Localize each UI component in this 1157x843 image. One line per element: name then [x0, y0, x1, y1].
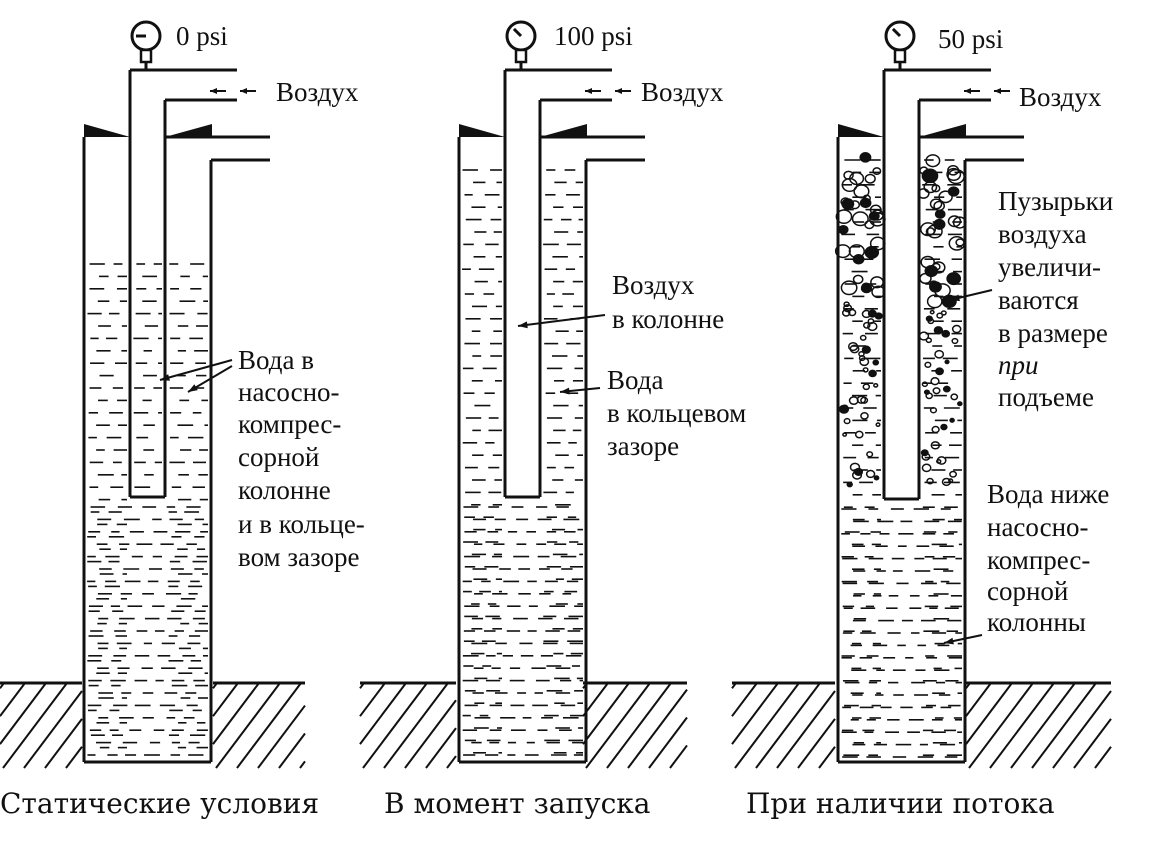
well-flow-air-bubbles: [834, 152, 967, 488]
ground-hatch-1b: [212, 681, 306, 769]
water-label-static-6: и в кольце-: [238, 509, 365, 539]
air-label-static: Воздух: [276, 77, 359, 107]
gauge-reading-startup: 100 psi: [554, 21, 633, 51]
ground-hatch-3a: [731, 681, 836, 769]
well-flow: [834, 62, 1024, 764]
water-annulus-label-1: Вода: [607, 365, 664, 395]
caption-static-conditions: Статические условия: [0, 787, 320, 820]
bubbles-label-6: при: [998, 350, 1039, 380]
leader-water-below: [943, 634, 983, 645]
ground-hatch-1a: [0, 681, 83, 769]
water-label-static-4: сорной: [238, 442, 320, 472]
well-startup-pressure-gauge-icon: [505, 20, 537, 64]
bubbles-label-2: воздуха: [998, 219, 1087, 249]
well-static-pressure-gauge-icon: [130, 20, 162, 64]
leader-water-annulus: [187, 365, 233, 393]
ground-hatch-2a: [359, 681, 457, 769]
leader-air-tubing: [517, 314, 606, 329]
water-annulus-label-3: зазоре: [607, 431, 680, 461]
gauge-reading-static: 0 psi: [176, 21, 228, 51]
air-label-flow: Воздух: [1019, 82, 1102, 112]
water-label-static-2: насосно-: [238, 377, 340, 407]
bubbles-label-1: Пузырьки: [998, 186, 1114, 216]
well-static: [82, 62, 270, 764]
water-below-label-1: Вода ниже: [987, 479, 1110, 509]
bubbles-label-5: в размере: [998, 318, 1108, 348]
well-flow-water: [841, 159, 962, 758]
water-below-label-4: сорной: [987, 576, 1069, 606]
leader-bubbles: [949, 289, 993, 302]
well-startup: [457, 62, 645, 764]
ground-hatch-3b: [965, 681, 1112, 769]
well-static-water: [87, 263, 208, 756]
water-annulus-label-2: в кольцевом: [607, 398, 747, 428]
air-label-startup: Воздух: [641, 77, 724, 107]
well-startup-water: [462, 169, 583, 756]
water-below-label-5: колонны: [987, 607, 1086, 637]
water-label-static-1: Вода в: [238, 345, 314, 375]
water-label-static-7: вом зазоре: [238, 542, 360, 572]
water-below-label-2: насосно-: [987, 512, 1089, 542]
gauge-reading-flow: 50 psi: [938, 24, 1004, 54]
bubbles-label-4: ваются: [998, 285, 1079, 315]
air-in-tubing-label-1: Воздух: [612, 270, 695, 300]
leader-water-annulus-2: [559, 387, 601, 395]
ground-hatch-2b: [582, 681, 688, 769]
water-below-label-3: компрес-: [987, 545, 1091, 575]
bubbles-label-3: увеличи-: [998, 252, 1102, 282]
well-flow-pressure-gauge-icon: [884, 20, 916, 64]
bubbles-label-7: подъеме: [998, 382, 1094, 412]
caption-flow: При наличии потока: [746, 787, 1055, 820]
water-label-static-3: компрес-: [238, 409, 342, 439]
leader-water-tubing: [159, 359, 233, 381]
caption-startup: В момент запуска: [384, 787, 651, 820]
air-in-tubing-label-2: в колонне: [612, 304, 725, 334]
water-label-static-5: колонне: [238, 475, 331, 505]
